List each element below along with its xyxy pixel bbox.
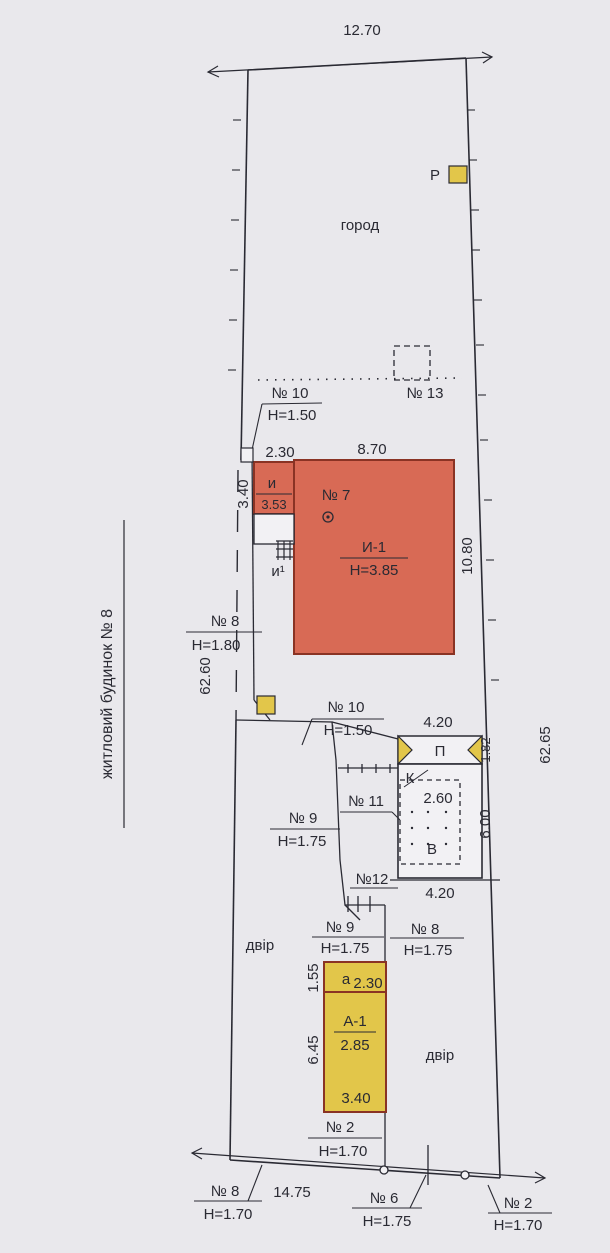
porch-label: и¹	[271, 563, 284, 580]
shed-width-bottom-dim: 4.20	[425, 885, 454, 902]
fence-2-bottom-label: № 2	[504, 1195, 533, 1212]
building-a1-label: А-1	[343, 1013, 366, 1030]
yard-left-label: двір	[246, 937, 274, 954]
fence-8-mid-label: № 8	[411, 921, 440, 938]
fence-10-top-rule	[261, 402, 323, 405]
fence-10-mid-height: H=1.50	[324, 722, 373, 739]
shed-k-label: К	[406, 770, 415, 787]
fence-6-height: H=1.75	[363, 1213, 412, 1230]
fence-12-posts	[347, 896, 371, 912]
house-width-dim: 8.70	[357, 441, 386, 458]
fence-6-label: № 6	[370, 1190, 399, 1207]
house-i1	[293, 459, 455, 655]
fence-9-label: № 9	[289, 810, 318, 827]
shed-p-left-marker	[397, 734, 413, 766]
fence-8-mid-height: H=1.75	[404, 942, 453, 959]
building-a-small-dim: 2.30	[353, 975, 382, 992]
shed-p-label: П	[435, 743, 446, 760]
fence-8-bottom-leader	[247, 1164, 263, 1202]
fence-13-label: № 13	[407, 385, 444, 402]
garden-label: город	[341, 217, 380, 234]
fence-10-top-leader	[251, 403, 263, 451]
fence-10-mid-label: № 10	[328, 699, 365, 716]
gate-post-mid	[256, 695, 276, 715]
annex-width-dim: 2.30	[265, 444, 294, 461]
fence-10-mid-leader	[301, 718, 313, 746]
house-height: H=3.85	[350, 562, 399, 579]
fence-11-label: № 11	[348, 793, 384, 810]
fence-9b-height: H=1.75	[321, 940, 370, 957]
fence-8-left-label: № 8	[211, 613, 240, 630]
bottom-dimension-line	[190, 1147, 547, 1184]
fence-7-label: № 7	[322, 487, 351, 504]
fence-11-line	[338, 764, 398, 773]
fence-13-dotted	[257, 377, 463, 381]
fence-9-height: H=1.75	[278, 833, 327, 850]
shed-inner-dim: 2.60	[423, 790, 452, 807]
well-marker	[448, 165, 468, 184]
house-label: И-1	[362, 539, 386, 556]
chimney-dot	[326, 515, 330, 519]
fence-8-left-height: H=1.80	[192, 637, 241, 654]
shed-width-top-dim: 4.20	[423, 714, 452, 731]
shed-right-dim: 6.00	[477, 809, 494, 838]
gate-post-bottom-left	[379, 1165, 389, 1175]
left-total-dim: 62.60	[197, 657, 214, 695]
neighbor-dashed-line	[235, 469, 239, 721]
neighbor-house-label: житловий будинок № 8	[99, 609, 116, 779]
building-a1	[323, 961, 387, 1113]
house-height-dim: 10.80	[459, 537, 476, 575]
building-a-bottom-dim: 3.40	[341, 1090, 370, 1107]
fence-11-leader	[391, 811, 401, 821]
well-label: Р	[430, 167, 440, 184]
fence-6-leader	[409, 1174, 427, 1209]
fence-10-top-label: № 10	[272, 385, 309, 402]
shed-b-label: В	[427, 841, 437, 858]
annex-height-dim: 3.40	[235, 479, 252, 508]
building-a-top-dim: 1.55	[305, 963, 322, 992]
building-a-height-dim: 6.45	[305, 1035, 322, 1064]
porch-steps	[276, 540, 293, 560]
annex-i	[253, 461, 295, 515]
top-dim: 12.70	[343, 22, 381, 39]
porch-i1	[253, 513, 295, 545]
top-dimension-line	[206, 51, 494, 78]
fence-2-mid-label: № 2	[326, 1119, 355, 1136]
fence-2-mid-height: H=1.70	[319, 1143, 368, 1160]
cellar-dots	[410, 810, 448, 846]
shed-kb	[397, 763, 483, 879]
fence-8-bottom-height: H=1.70	[204, 1206, 253, 1223]
chimney-marker	[322, 511, 334, 523]
building-a-small-label: а	[342, 971, 351, 988]
annex-label: и	[268, 475, 276, 492]
cellar-outline	[399, 779, 461, 865]
building-a1-value: 2.85	[340, 1037, 369, 1054]
shed-small-right-dim: 1.82	[478, 737, 493, 762]
annex-value: 3.53	[261, 497, 286, 512]
gate-post-top	[240, 447, 254, 463]
right-total-dim: 62.65	[537, 726, 554, 764]
shed-p-right-marker	[467, 734, 483, 766]
yard-right-label: двір	[426, 1047, 454, 1064]
fence-9b-label: № 9	[326, 919, 355, 936]
shed-k-rule	[403, 769, 429, 788]
fence-2-bottom-height: H=1.70	[494, 1217, 543, 1234]
fence-10-top-height: H=1.50	[268, 407, 317, 424]
fence-12-label: №12	[356, 871, 389, 888]
fence-2-bottom-leader	[487, 1184, 501, 1214]
fence-lines	[235, 449, 500, 1170]
pit-13-outline	[393, 345, 431, 381]
bottom-dim: 14.75	[273, 1184, 311, 1201]
boundary-ticks	[228, 109, 499, 681]
gate-post-bottom-right	[460, 1170, 470, 1180]
fence-8-bottom-label: № 8	[211, 1183, 240, 1200]
